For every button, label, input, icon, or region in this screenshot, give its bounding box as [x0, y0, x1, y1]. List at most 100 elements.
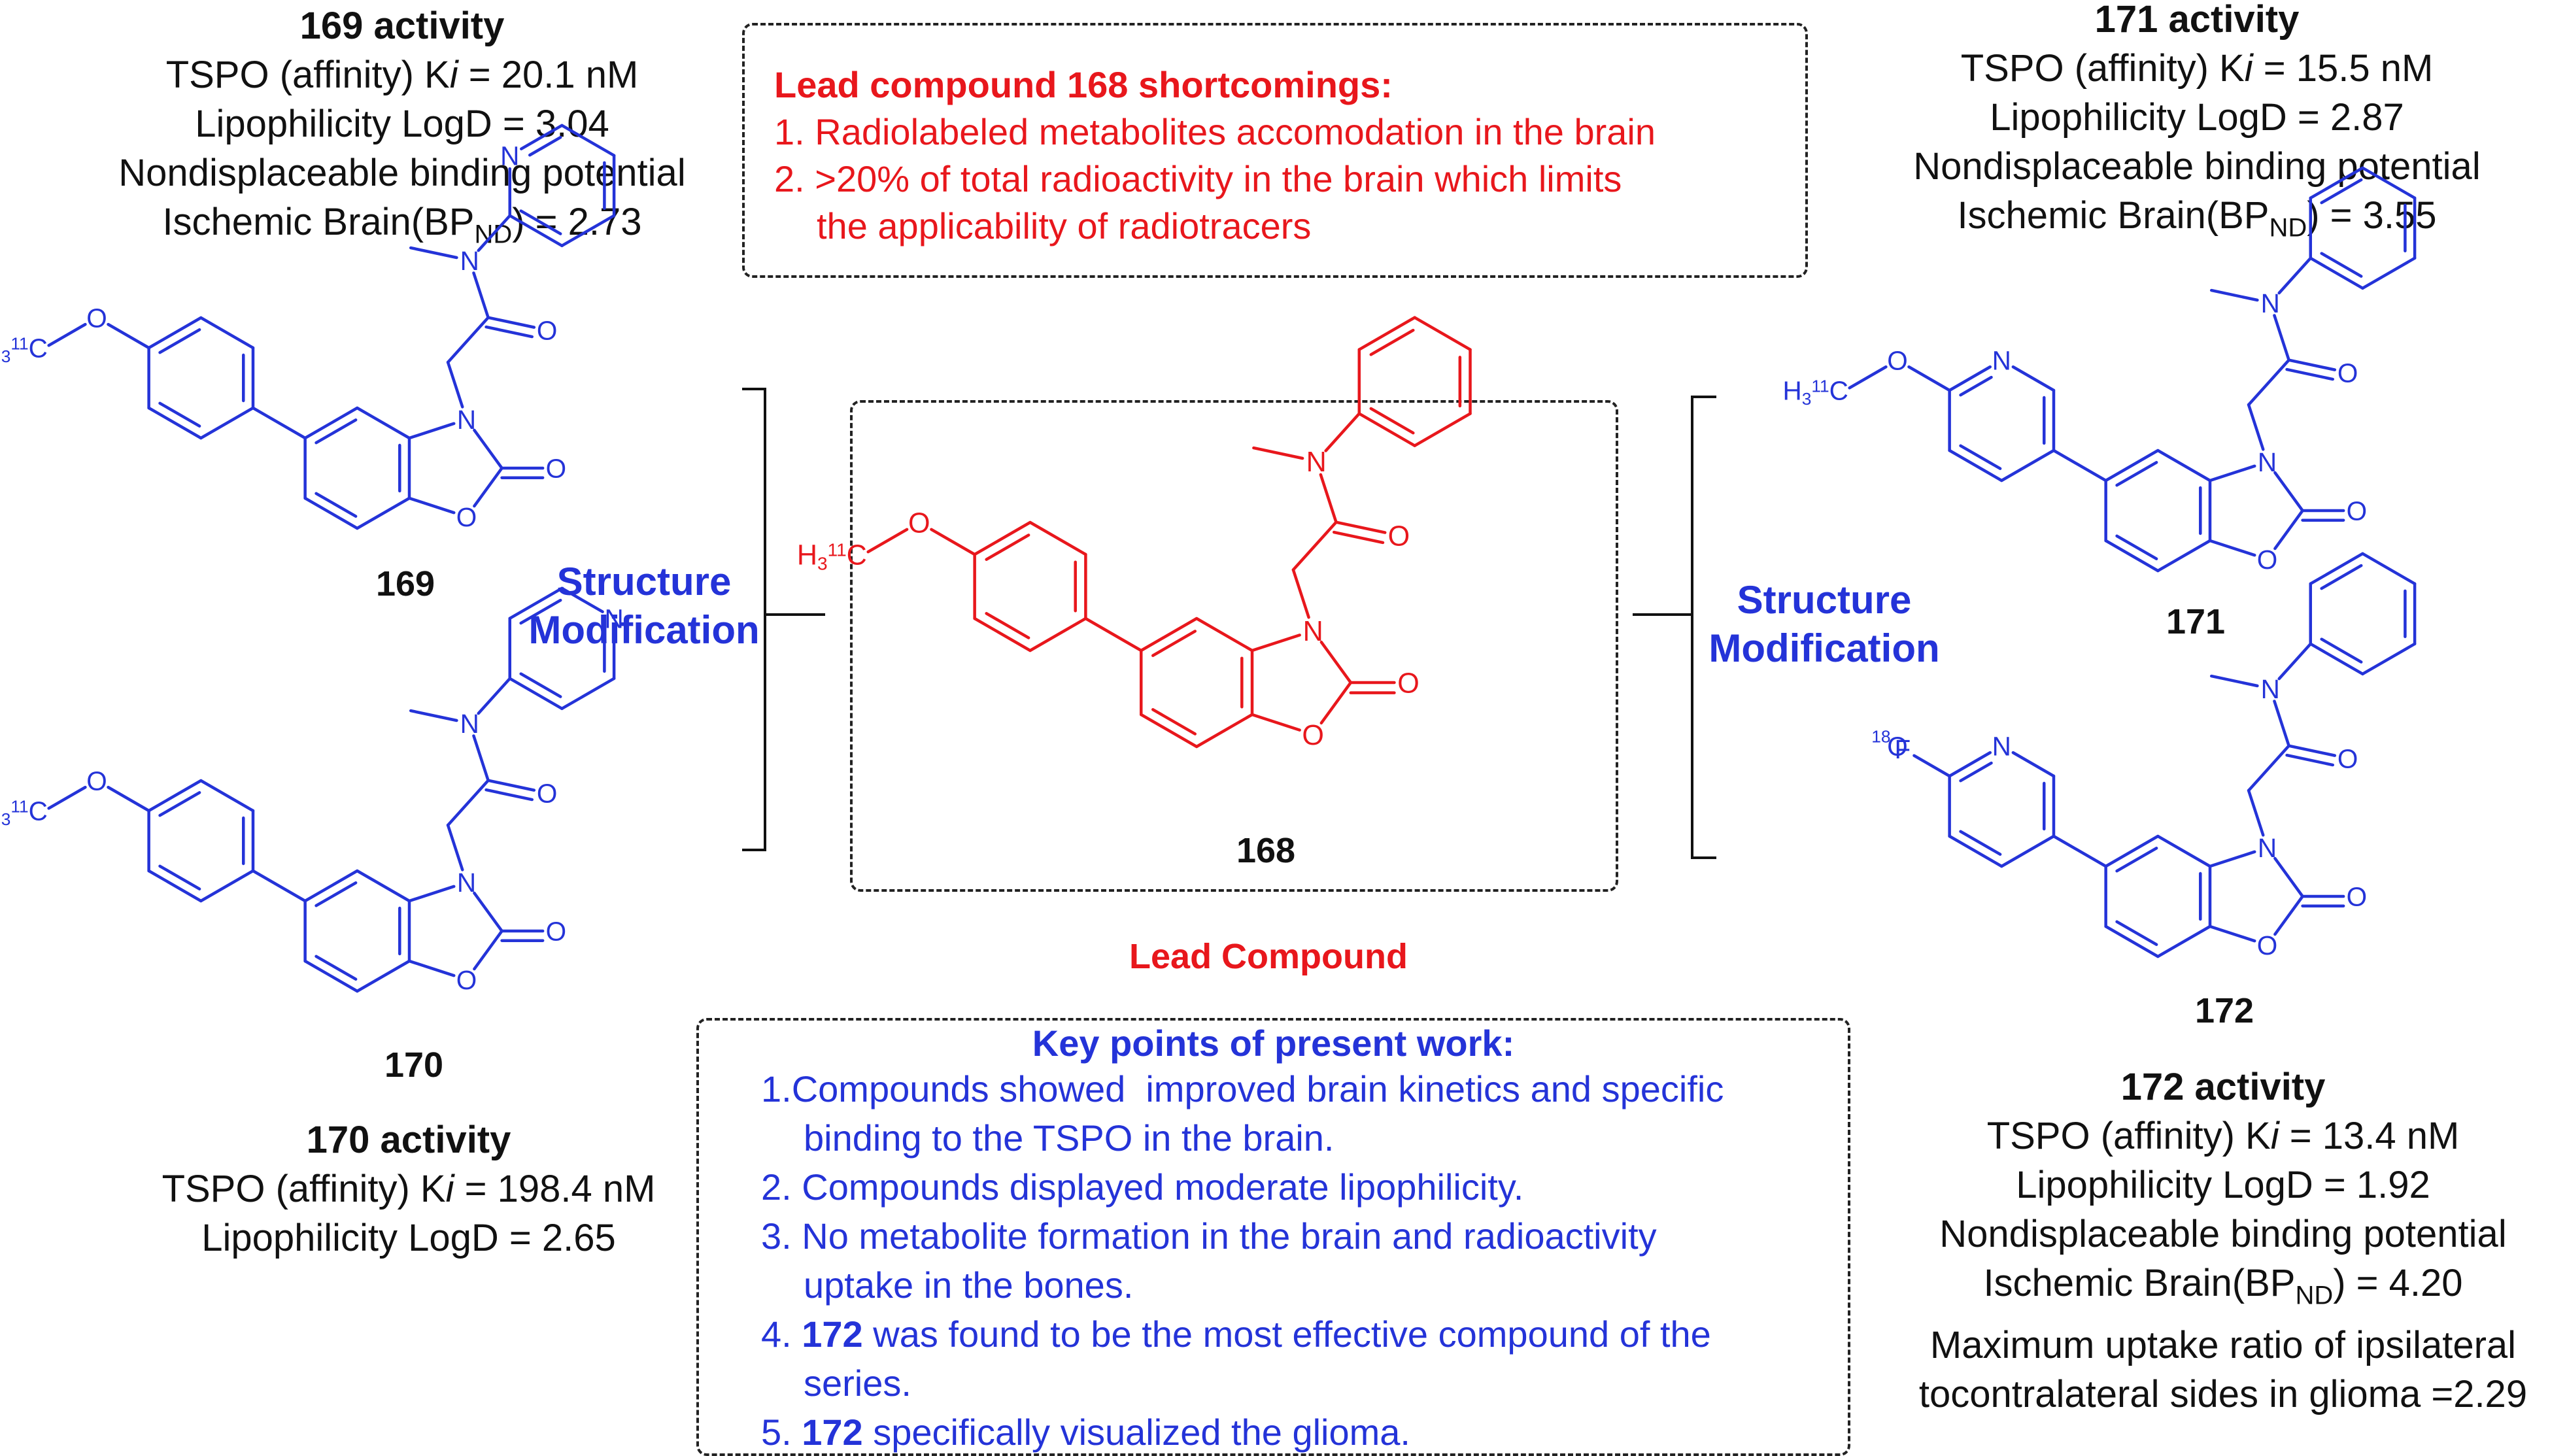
double-bond-line [314, 492, 358, 518]
chain-bond [477, 677, 512, 715]
fluoro-bond [1912, 754, 1951, 778]
chain-bond [1291, 568, 1310, 619]
atom-label: N [2261, 288, 2280, 318]
activity-169-ki: TSPO (affinity) Ki = 20.1 nM [165, 54, 639, 96]
atom-label: O [2347, 496, 2367, 526]
atom-label: O [86, 766, 107, 796]
chain-bond [1291, 520, 1338, 571]
double-bond-line [519, 598, 562, 625]
double-bond-line [1151, 708, 1197, 736]
double-bond-line [2320, 178, 2363, 205]
ring-bond [303, 496, 359, 530]
ring-bond [1140, 617, 1198, 652]
ring-bond [303, 869, 359, 903]
key-points-box: Key points of present work: 1.Compounds … [696, 1018, 1850, 1456]
ring-bond [508, 677, 564, 711]
activity-169-bp-label: Nondisplaceable binding potential [118, 152, 686, 194]
ring-bond [2104, 539, 2160, 573]
double-bond-line [985, 612, 1030, 639]
lead-compound-box [850, 400, 1618, 892]
biaryl-bond [1084, 617, 1143, 652]
activity-172-uptake-1: Maximum uptake ratio of ipsilateral [1930, 1323, 2517, 1366]
atom-label: N [500, 141, 519, 171]
double-bond-line [2320, 637, 2363, 664]
carbonyl-bond [2287, 744, 2337, 757]
ring-bond [407, 885, 456, 903]
structure-modification-right-line2: Modification [1708, 626, 1940, 670]
ring-bond [356, 496, 411, 530]
biaryl-bond [2052, 449, 2107, 483]
atom-label: O [2257, 545, 2277, 575]
key-point-3a: 3. No metabolite formation in the brain … [761, 1215, 1657, 1257]
key-point-2: 2. Compounds displayed moderate lipophil… [761, 1166, 1524, 1208]
ring-bond [303, 406, 359, 440]
ring-bond [199, 869, 255, 903]
atom-label: N [1303, 616, 1323, 647]
atom-label: O [537, 315, 557, 345]
compound-171-label: 171 [2166, 602, 2226, 641]
ring-bond [2104, 924, 2160, 958]
chain-bond [1319, 473, 1338, 524]
double-bond-line [2115, 461, 2158, 487]
ring-bond [2156, 539, 2212, 573]
ring-bond [147, 316, 203, 350]
double-bond-line [519, 672, 562, 698]
shortcoming-1: 1. Radiolabeled metabolites accomodation… [774, 111, 1656, 152]
atom-label: O [1887, 732, 1907, 762]
ring-bond [2104, 449, 2160, 483]
structure-modification-left-line1: Structure [556, 560, 732, 603]
ring-bond [560, 124, 616, 158]
atom-label: N [2258, 833, 2277, 863]
ring-bond [1140, 713, 1198, 749]
ring-bond [1195, 617, 1254, 652]
atom-label: O [546, 454, 566, 484]
ring-bond [1948, 834, 2003, 868]
ring-bond [199, 316, 255, 350]
ring-bond [1357, 316, 1416, 351]
c11-methyl-label: H311C [0, 333, 48, 366]
ring-bond [1250, 713, 1301, 732]
double-bond-line [1151, 630, 1197, 657]
ring-bond [1195, 713, 1254, 749]
c11-methyl-label: H311C [797, 540, 867, 574]
atom-label: O [1302, 720, 1324, 751]
atom-label: O [456, 502, 477, 532]
atom-label: N [2258, 447, 2277, 477]
ring-bond [1948, 449, 2003, 483]
chain-bond [472, 734, 490, 782]
ring-bond [1413, 316, 1472, 351]
activity-171-title: 171 activity [2094, 0, 2300, 41]
key-points-title: Key points of present work: [1032, 1023, 1515, 1064]
ring-bond [1250, 634, 1301, 652]
ring-bond [303, 959, 359, 993]
double-bond-line [519, 209, 562, 235]
ether-bond [107, 322, 150, 350]
structure-modification-left: Structure Modification [494, 558, 794, 654]
chain-bond [2247, 403, 2265, 451]
ring-bond [560, 677, 616, 711]
double-bond-line [2115, 847, 2158, 873]
f18-isotope-label: 18 [1871, 726, 1890, 746]
ring-bond [973, 617, 1032, 652]
activity-172-title: 172 activity [2120, 1066, 2326, 1108]
double-bond-line [158, 864, 201, 890]
atom-label: N [457, 405, 476, 435]
atom-label: O [2347, 882, 2367, 912]
ring-bond [520, 124, 564, 150]
ring-bond [2361, 256, 2417, 290]
methyl-ether-bond [47, 785, 87, 810]
ring-bond [2273, 471, 2304, 513]
activity-170-logd: Lipophilicity LogD = 2.65 [201, 1217, 616, 1259]
atom-label: N [1992, 346, 2011, 376]
carbonyl-bond [486, 779, 536, 792]
ring-bond [473, 929, 503, 971]
atom-label: N [2261, 674, 2280, 704]
activity-170-block: 170 activity TSPO (affinity) Ki = 198.4 … [92, 1115, 726, 1262]
atom-label: N [604, 603, 623, 634]
ring-bond [473, 428, 503, 470]
ring-bond [2156, 924, 2212, 958]
ring-bond [1028, 617, 1087, 652]
